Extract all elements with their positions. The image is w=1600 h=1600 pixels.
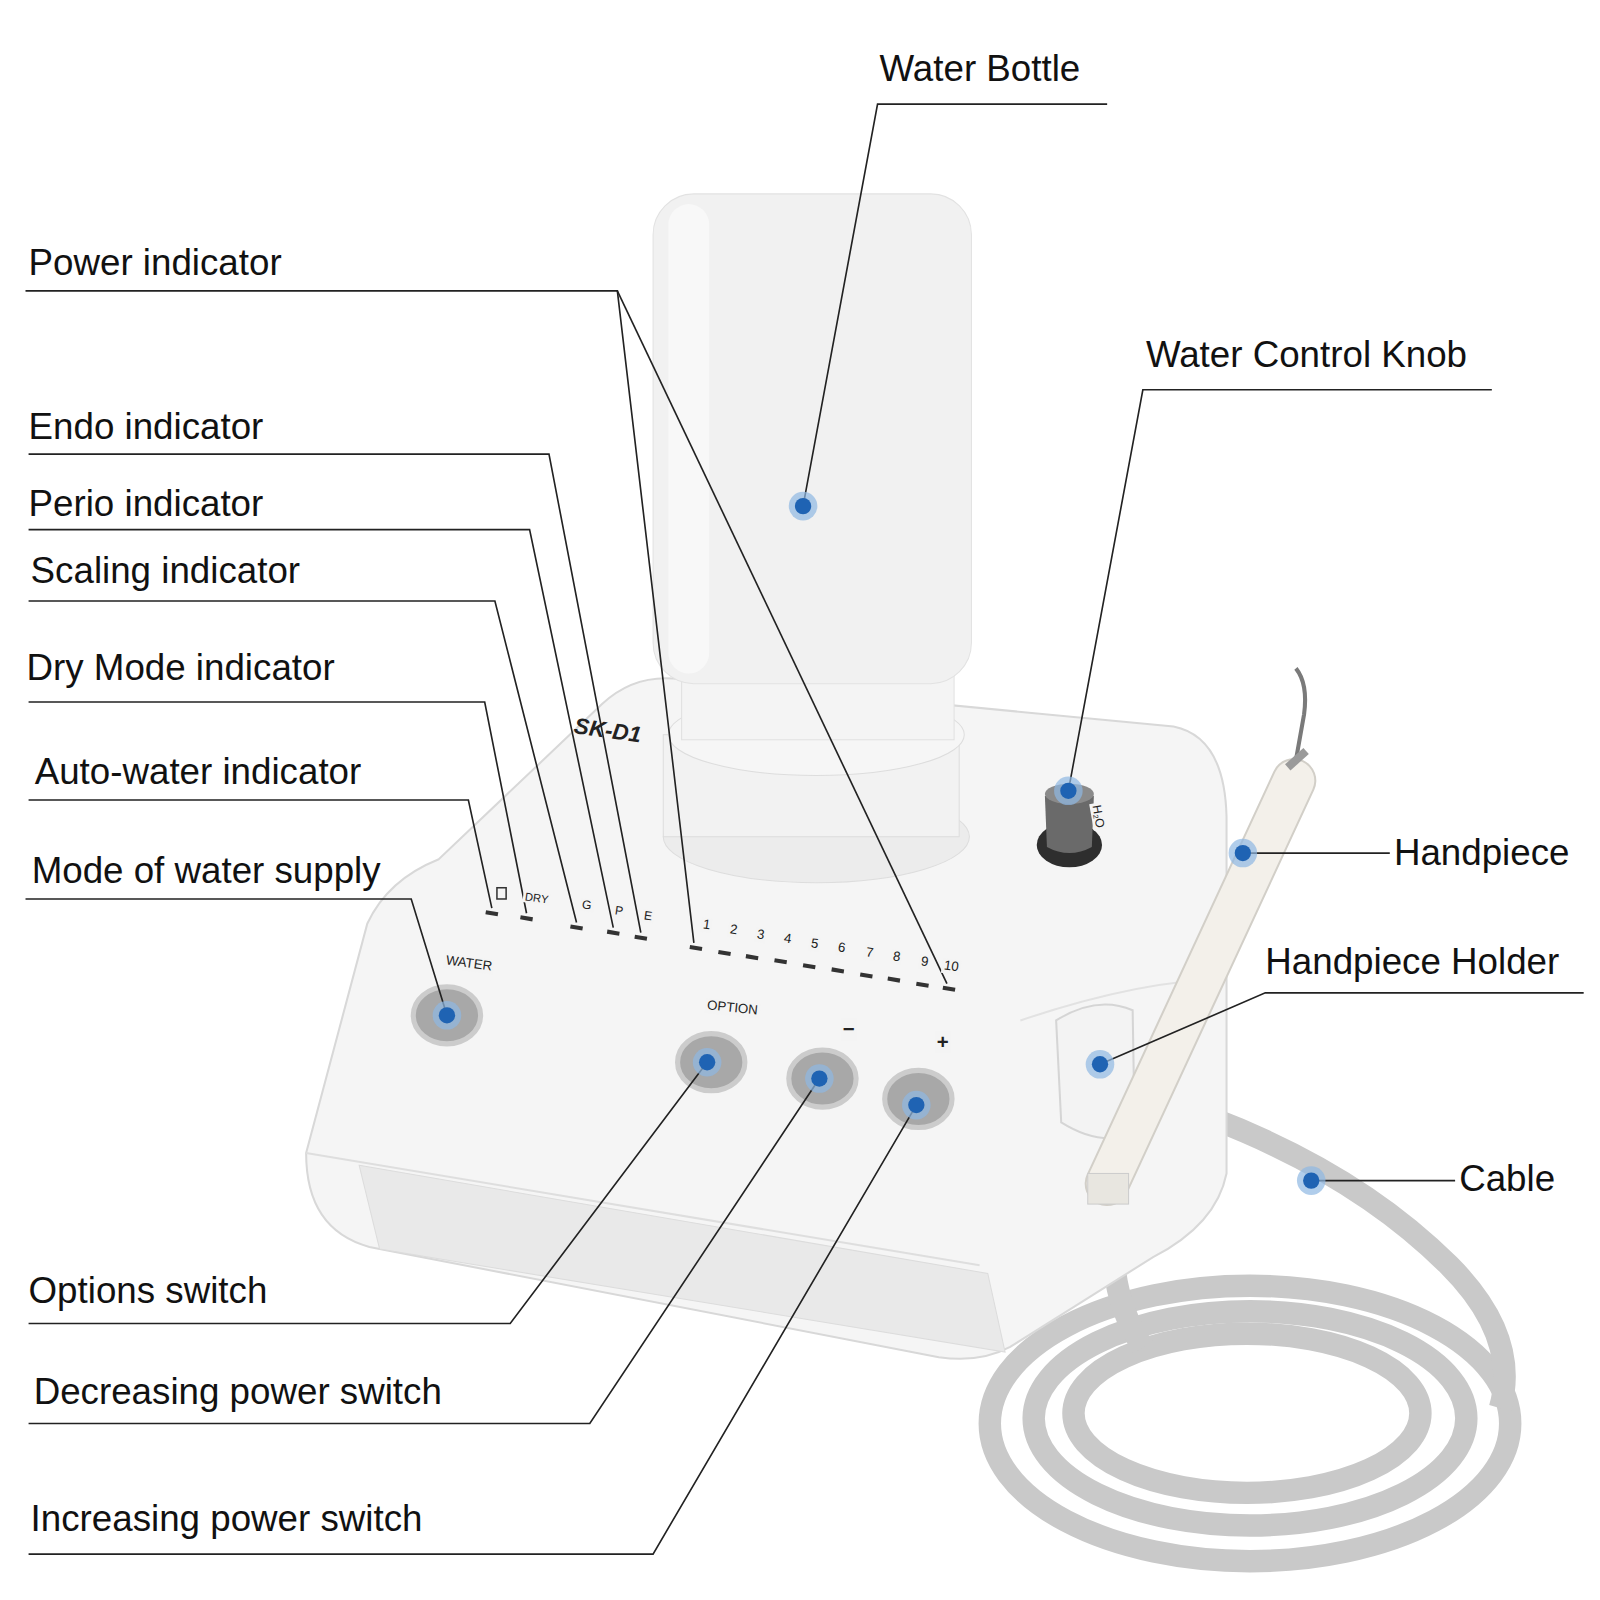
panel-marking: 3 xyxy=(754,927,767,943)
panel-marking: 10 xyxy=(941,958,962,975)
panel-marking: OPTION xyxy=(705,998,761,1018)
panel-marking: E xyxy=(641,909,655,924)
callout-label: Increasing power switch xyxy=(31,1499,423,1539)
callout-label: Perio indicator xyxy=(29,484,264,524)
panel-marking: 2 xyxy=(727,922,740,938)
panel-marking: 7 xyxy=(863,945,876,961)
panel-marking: G xyxy=(579,898,594,913)
panel-marking: 9 xyxy=(918,954,931,970)
panel-marking: WATER xyxy=(443,953,495,974)
callout-label: Decreasing power switch xyxy=(34,1372,442,1412)
water-bottle xyxy=(653,194,971,883)
panel-marking: 4 xyxy=(781,931,794,947)
callout-label: Cable xyxy=(1459,1159,1555,1199)
panel-marking: DRY xyxy=(523,890,552,906)
leader-lines xyxy=(26,104,1584,1554)
callout-label: Mode of water supply xyxy=(32,851,381,891)
callout-label: Options switch xyxy=(29,1271,268,1311)
callout-label: Handpiece Holder xyxy=(1265,942,1559,982)
scaler-body xyxy=(306,678,1226,1359)
callout-label: Auto-water indicator xyxy=(35,752,362,792)
callout-label: Dry Mode indicator xyxy=(27,648,335,688)
panel-marking: + xyxy=(935,1031,951,1053)
panel-marking: 6 xyxy=(835,940,848,956)
panel-marking: P xyxy=(612,904,626,919)
panel-marking: 1 xyxy=(700,917,713,933)
panel-marking: 8 xyxy=(890,949,903,965)
water-icon xyxy=(497,888,506,899)
panel-marking: H₂O xyxy=(1089,802,1107,831)
callout-dots xyxy=(433,492,1326,1195)
callout-label: Handpiece xyxy=(1394,833,1570,873)
handpiece xyxy=(1088,668,1306,1204)
panel-marking: 5 xyxy=(808,936,821,952)
callout-label: Power indicator xyxy=(29,243,282,283)
buttons xyxy=(413,987,952,1128)
callout-label: Scaling indicator xyxy=(31,551,300,591)
callout-label: Water Control Knob xyxy=(1146,335,1467,375)
callout-label: Endo indicator xyxy=(29,407,264,447)
panel-marking: − xyxy=(841,1018,857,1040)
indicator-leds xyxy=(486,912,955,990)
callout-label: Water Bottle xyxy=(880,49,1081,89)
model-name: SK-D1 xyxy=(571,714,645,748)
